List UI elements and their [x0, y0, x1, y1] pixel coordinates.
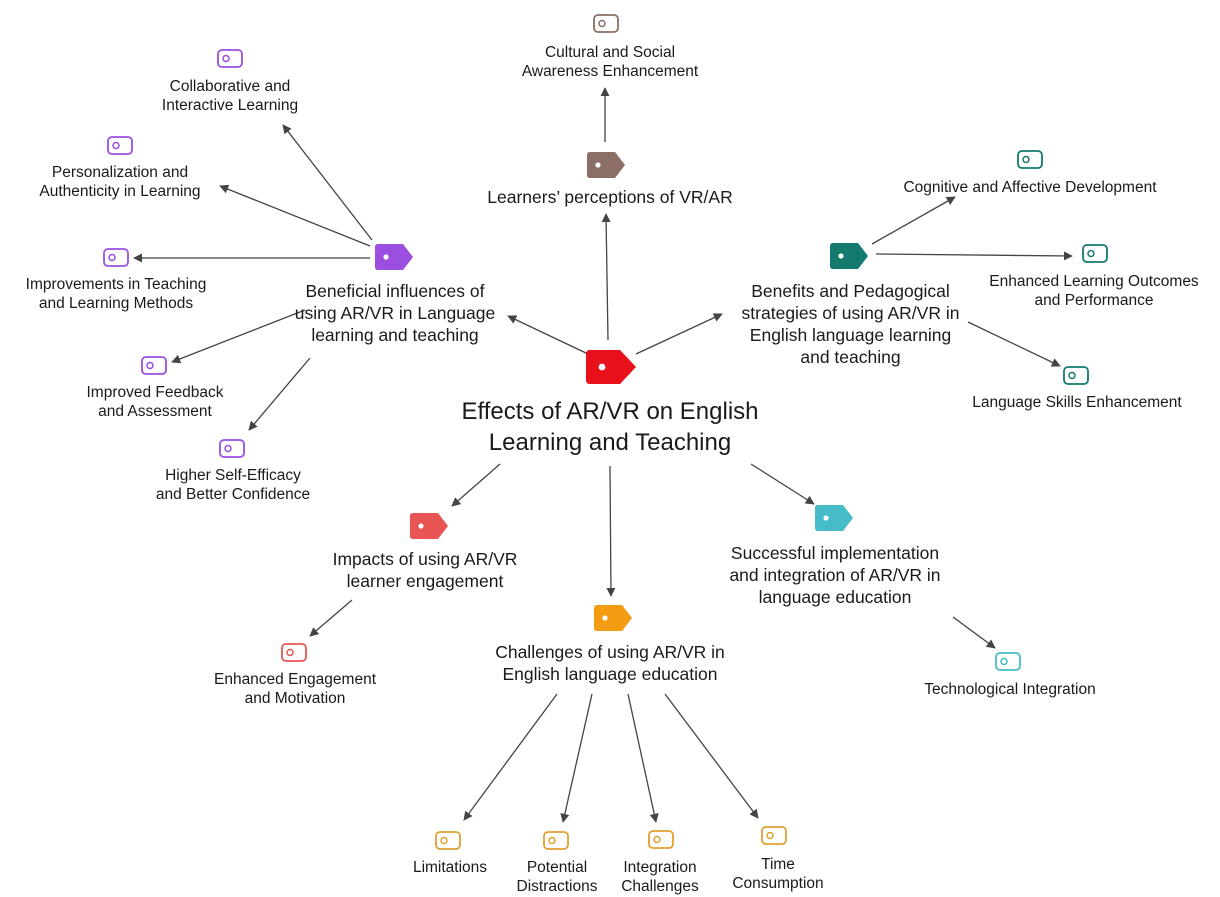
root-tag-icon: [586, 350, 636, 384]
edge-implementation-technological: [952, 616, 996, 649]
integration-challenges-tag-icon: [648, 830, 674, 849]
motivation-tag-icon: [281, 643, 307, 662]
distractions-tag-icon: [543, 831, 569, 850]
improvements-tag-icon: [103, 248, 129, 267]
cognitive-tag-icon: [1017, 150, 1043, 169]
skills-label: Language Skills Enhancement: [972, 394, 1182, 411]
edge-challenges-limitations: [463, 693, 558, 821]
edge-challenges-integration: [627, 693, 659, 823]
edge-beneficial-feedback: [171, 309, 306, 364]
edge-root-beneficial: [507, 315, 589, 355]
edge-pedagogy-skills: [967, 321, 1061, 367]
challenges-tag-icon: [594, 605, 632, 631]
implementation-tag-icon: [815, 505, 853, 531]
time-tag-icon: [761, 826, 787, 845]
cognitive-label: Cognitive and Affective Development: [903, 179, 1157, 196]
limitations-label: Limitations: [412, 859, 488, 876]
perceptions-label: Learners’ perceptions of VR/AR: [487, 187, 733, 207]
edge-beneficial-collaborative: [282, 124, 373, 241]
edge-pedagogy-cognitive: [871, 196, 956, 245]
beneficial-tag-icon: [375, 244, 413, 270]
technological-tag-icon: [995, 652, 1021, 671]
perceptions-tag-icon: [587, 152, 625, 178]
edge-engagement-motivation: [309, 599, 353, 637]
collaborative-tag-icon: [217, 49, 243, 68]
technological-label: Technological Integration: [924, 681, 1096, 698]
personalization-tag-icon: [107, 136, 133, 155]
selfefficacy-tag-icon: [219, 439, 245, 458]
edge-root-perceptions: [601, 213, 611, 341]
outcomes-tag-icon: [1082, 244, 1108, 263]
limitations-tag-icon: [435, 831, 461, 850]
edge-root-pedagogy: [635, 313, 723, 355]
edge-challenges-distractions: [560, 693, 593, 823]
edge-beneficial-selfefficacy: [248, 357, 311, 431]
edge-root-engagement: [451, 463, 501, 507]
edge-beneficial-personalization: [219, 184, 371, 247]
cultural-tag-icon: [593, 14, 619, 33]
edge-root-implementation: [750, 463, 815, 505]
pedagogy-tag-icon: [830, 243, 868, 269]
feedback-tag-icon: [141, 356, 167, 375]
edge-challenges-time: [664, 693, 759, 819]
skills-tag-icon: [1063, 366, 1089, 385]
edge-pedagogy-outcomes: [875, 251, 1073, 261]
engagement-tag-icon: [410, 513, 448, 539]
edge-root-challenges: [606, 465, 616, 597]
